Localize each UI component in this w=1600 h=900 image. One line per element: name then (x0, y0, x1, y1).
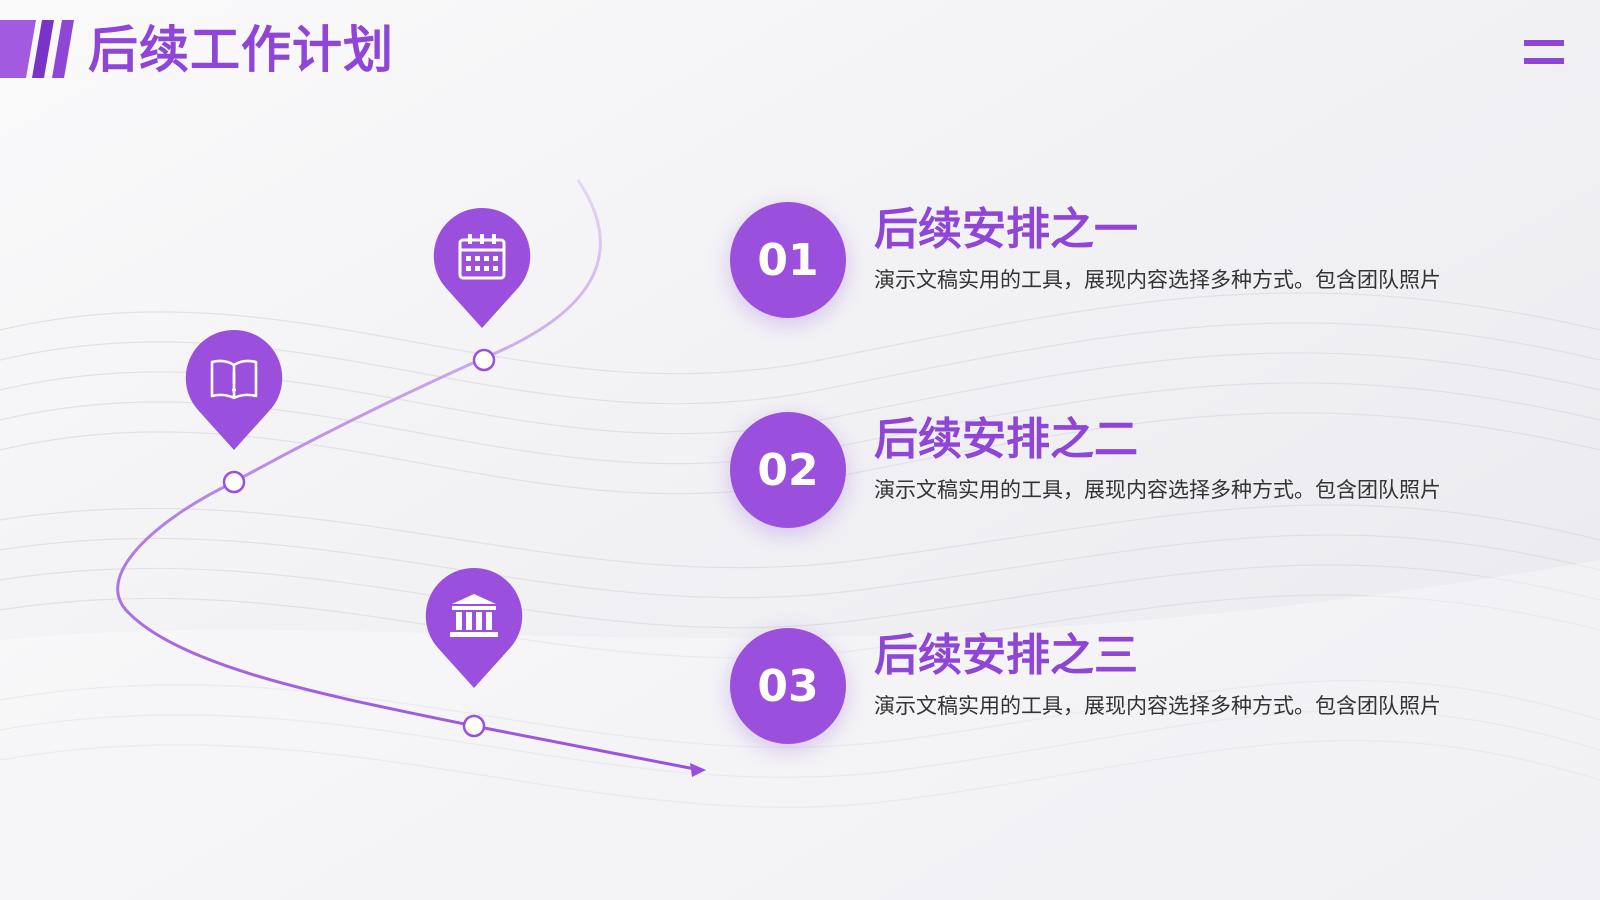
route-node (472, 348, 496, 372)
step-item-2: 02 后续安排之二 演示文稿实用的工具，展现内容选择多种方式。包含团队照片 (730, 412, 1550, 532)
step-description: 演示文稿实用的工具，展现内容选择多种方式。包含团队照片 (874, 694, 1441, 718)
menu-button[interactable] (1524, 40, 1564, 66)
menu-bar-top (1524, 40, 1564, 46)
menu-bar-bottom (1524, 58, 1564, 64)
step-number-badge: 01 (730, 202, 846, 318)
route-node (222, 470, 246, 494)
pin-shape (425, 567, 523, 688)
map-pin-calendar (430, 204, 534, 332)
map-pin-bank (422, 564, 526, 692)
step-description: 演示文稿实用的工具，展现内容选择多种方式。包含团队照片 (874, 478, 1441, 502)
step-number-badge: 02 (730, 412, 846, 528)
title-stripes-decoration (0, 20, 74, 78)
step-item-3: 03 后续安排之三 演示文稿实用的工具，展现内容选择多种方式。包含团队照片 (730, 628, 1550, 748)
route-node (462, 714, 486, 738)
step-number-badge: 03 (730, 628, 846, 744)
route-arrowhead (690, 763, 706, 777)
step-title: 后续安排之一 (874, 204, 1138, 255)
map-pin-book (182, 326, 286, 454)
bank-icon (450, 594, 498, 637)
step-title: 后续安排之二 (874, 414, 1138, 465)
step-title: 后续安排之三 (874, 630, 1138, 681)
page-title: 后续工作计划 (88, 21, 394, 79)
book-icon (210, 359, 258, 400)
calendar-icon (458, 234, 506, 280)
pin-shape (433, 207, 531, 328)
step-description: 演示文稿实用的工具，展现内容选择多种方式。包含团队照片 (874, 268, 1441, 292)
step-item-1: 01 后续安排之一 演示文稿实用的工具，展现内容选择多种方式。包含团队照片 (730, 202, 1550, 322)
